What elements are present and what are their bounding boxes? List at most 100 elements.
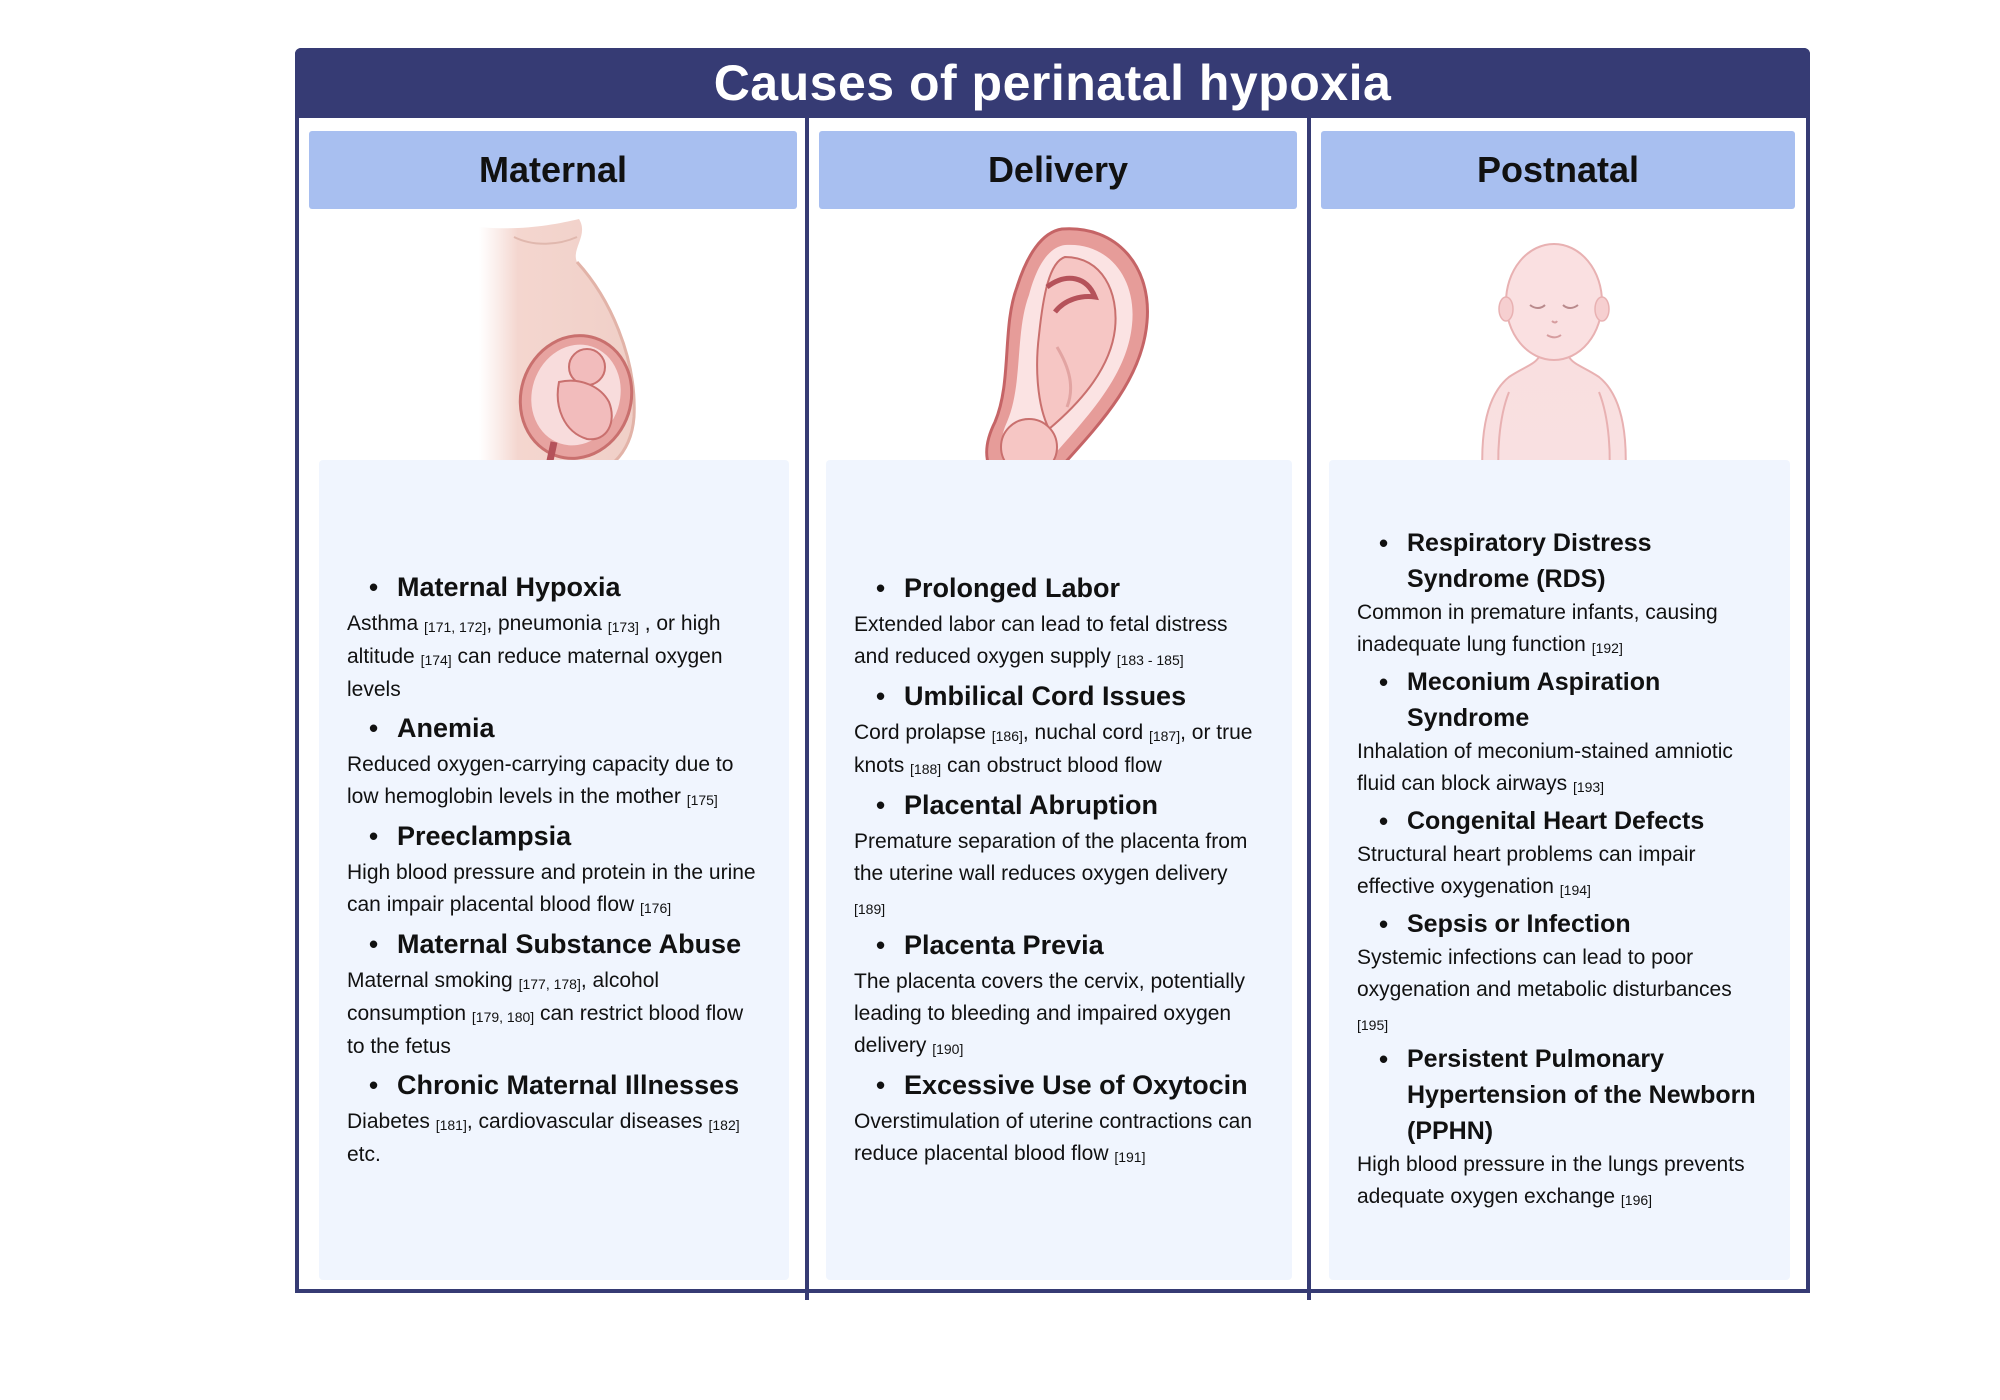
citation-ref: [181] xyxy=(435,1117,467,1133)
fetus-in-uterus-illustration xyxy=(957,217,1157,492)
description-text: , alcohol consumption xyxy=(347,969,660,1025)
cause-title-text: Placental Abruption xyxy=(904,789,1159,820)
citation-ref: [177, 178] xyxy=(518,976,581,992)
description-text: , or high altitude xyxy=(347,612,721,668)
cause-description: Asthma [171, 172], pneumonia [173] , or … xyxy=(347,608,761,706)
citation-ref: [183 - 185] xyxy=(1116,651,1184,668)
cause-title-text: Preeclampsia xyxy=(397,821,572,851)
bullet-icon: • xyxy=(1379,666,1389,697)
cause-title-text: Umbilical Cord Issues xyxy=(904,680,1187,711)
description-text: Asthma xyxy=(347,612,425,635)
cause-title-text: Maternal Hypoxia xyxy=(397,572,621,602)
cause-title-text: Excessive Use of Oxytocin xyxy=(904,1069,1248,1100)
cause-title: • Maternal Substance Abuse xyxy=(369,924,761,965)
cause-description: Inhalation of meconium-stained amniotic … xyxy=(1357,736,1762,801)
citation-ref: [195] xyxy=(1357,1016,1389,1033)
cause-title: •Respiratory Distress Syndrome (RDS) xyxy=(1379,525,1762,597)
cause-description: The placenta covers the cervix, potentia… xyxy=(854,966,1264,1063)
cause-description: Maternal smoking [177, 178], alcohol con… xyxy=(347,965,761,1063)
cause-description: Structural heart problems can impair eff… xyxy=(1357,839,1762,904)
cause-description: Overstimulation of uterine contractions … xyxy=(854,1106,1264,1171)
cause-title: • Anemia xyxy=(369,708,761,749)
description-text: , cardiovascular diseases xyxy=(466,1110,709,1133)
panel-postnatal: •Respiratory Distress Syndrome (RDS)Comm… xyxy=(1329,460,1790,1280)
bullet-icon: • xyxy=(369,713,379,743)
cause-title-text: Chronic Maternal Illnesses xyxy=(397,1070,740,1100)
column-divider-2 xyxy=(1307,118,1311,1300)
description-text: Inhalation of meconium-stained amniotic … xyxy=(1357,739,1733,795)
citation-ref: [188] xyxy=(910,760,942,777)
citation-ref: [174] xyxy=(420,652,452,668)
title-bar: Causes of perinatal hypoxia xyxy=(295,48,1810,118)
citation-ref: [193] xyxy=(1572,778,1605,795)
description-text: Systemic infections can lead to poor oxy… xyxy=(1357,945,1732,1001)
cause-title: •Maternal Hypoxia xyxy=(369,567,761,608)
newborn-baby-illustration xyxy=(1454,217,1654,492)
cause-title-text: Anemia xyxy=(397,713,495,743)
column-header-delivery: Delivery xyxy=(819,131,1297,209)
bullet-icon: • xyxy=(369,821,379,851)
bullet-icon: • xyxy=(876,572,886,603)
description-text: Diabetes xyxy=(347,1110,436,1133)
bullet-icon: • xyxy=(1379,908,1389,939)
description-text: can reduce maternal oxygen levels xyxy=(347,645,723,701)
cause-title-text: Congenital Heart Defects xyxy=(1407,806,1705,835)
cause-title-text: Persistent Pulmonary Hypertension of the… xyxy=(1407,1044,1756,1145)
cause-title: •Excessive Use of Oxytocin xyxy=(876,1065,1264,1106)
cause-title: • Placental Abruption xyxy=(876,785,1264,826)
cause-title: • Meconium Aspiration Syndrome xyxy=(1379,664,1762,736)
bullet-icon: • xyxy=(876,789,886,820)
description-text: can restrict blood flow to the fetus xyxy=(347,1002,744,1058)
citation-ref: [187] xyxy=(1148,727,1181,744)
citation-ref: [192] xyxy=(1591,639,1623,656)
cause-title: •Sepsis or Infection xyxy=(1379,906,1762,942)
bullet-icon: • xyxy=(369,929,379,959)
bullet-icon: • xyxy=(876,680,886,711)
cause-description: Extended labor can lead to fetal distres… xyxy=(854,609,1264,674)
description-text: , or true knots xyxy=(854,720,1253,777)
cause-description: Premature separation of the placenta fro… xyxy=(854,826,1264,923)
cause-title: • Preeclampsia xyxy=(369,816,761,857)
citation-ref: [189] xyxy=(854,900,886,917)
description-text: Structural heart problems can impair eff… xyxy=(1357,842,1696,898)
bullet-icon: • xyxy=(1379,527,1389,558)
cause-description: Diabetes [181], cardiovascular diseases … xyxy=(347,1106,761,1171)
citation-ref: [171, 172] xyxy=(424,619,487,635)
description-text: High blood pressure in the lungs prevent… xyxy=(1357,1152,1745,1208)
cause-description: High blood pressure and protein in the u… xyxy=(347,857,761,922)
citation-ref: [179, 180] xyxy=(471,1009,535,1025)
cause-title: • Persistent Pulmonary Hypertension of th… xyxy=(1379,1041,1762,1149)
description-text: Premature separation of the placenta fro… xyxy=(854,829,1248,885)
description-text: Extended labor can lead to fetal distres… xyxy=(854,612,1228,668)
cause-title: • Umbilical Cord Issues xyxy=(876,676,1264,717)
citation-ref: [173] xyxy=(607,619,639,635)
description-text: can obstruct blood flow xyxy=(941,753,1162,777)
cause-description: Cord prolapse [186], nuchal cord [187], … xyxy=(854,717,1264,783)
citation-ref: [190] xyxy=(932,1040,964,1057)
citation-ref: [182] xyxy=(708,1117,740,1133)
cause-title-text: Meconium Aspiration Syndrome xyxy=(1407,667,1661,732)
bullet-icon: • xyxy=(1379,1043,1389,1074)
cause-description: Common in premature infants, causing ina… xyxy=(1357,597,1762,662)
cause-description: High blood pressure in the lungs prevent… xyxy=(1357,1149,1762,1214)
citation-ref: [176] xyxy=(640,900,672,916)
citation-ref: [186] xyxy=(991,727,1023,744)
column-header-postnatal: Postnatal xyxy=(1321,131,1795,209)
description-text: Overstimulation of uterine contractions … xyxy=(854,1109,1253,1165)
cause-title-text: Maternal Substance Abuse xyxy=(397,929,742,959)
description-text: , nuchal cord xyxy=(1022,720,1149,744)
cause-title: •Placenta Previa xyxy=(876,925,1264,966)
bullet-icon: • xyxy=(1379,805,1389,836)
cause-title: •Prolonged Labor xyxy=(876,568,1264,609)
citation-ref: [175] xyxy=(686,792,718,808)
diagram-frame: Causes of perinatal hypoxia Maternal Del… xyxy=(295,48,1810,1300)
cause-title: • Congenital Heart Defects xyxy=(1379,803,1762,839)
citation-ref: [191] xyxy=(1114,1148,1146,1165)
description-text: Common in premature infants, causing ina… xyxy=(1357,600,1718,656)
description-text: Maternal smoking xyxy=(347,969,519,992)
description-text: The placenta covers the cervix, potentia… xyxy=(854,969,1246,1057)
description-text: Reduced oxygen-carrying capacity due to … xyxy=(347,753,734,808)
bullet-icon: • xyxy=(876,929,886,960)
